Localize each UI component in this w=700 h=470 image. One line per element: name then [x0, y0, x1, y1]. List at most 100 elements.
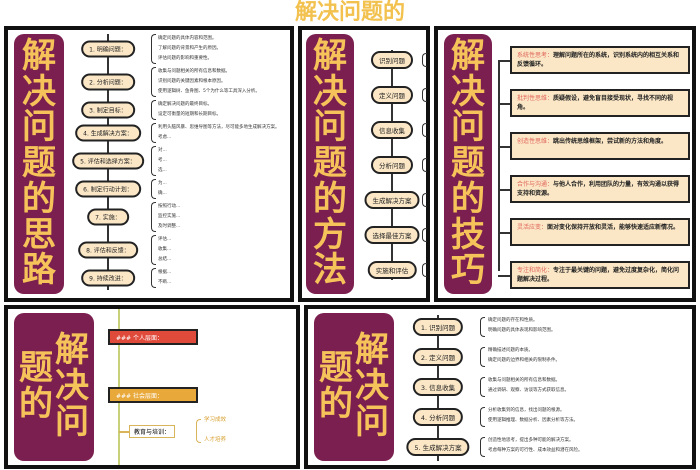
title-char: 题: [19, 348, 53, 389]
leaf: 精确描述问题的本质。: [488, 348, 533, 353]
node-method: 定义问题: [371, 86, 413, 104]
node-step: 7. 实施：: [87, 208, 129, 226]
brace: [480, 407, 485, 427]
brace: [151, 34, 156, 64]
title-char: 题: [313, 143, 347, 184]
leaf: 确定问题的边界和相关的限制条件。: [488, 358, 560, 363]
skill-name: 系统性思考：: [517, 52, 554, 59]
title-char: 问: [355, 401, 389, 442]
leaf: 监控实施...: [158, 214, 181, 219]
title-bar: 解决问题的: [14, 313, 94, 461]
skill-box: 灵活应变：面对变化保持开放和灵活，能够快速适应新情况。: [510, 218, 690, 246]
node-step: 6. 制定行动计划：: [75, 180, 141, 198]
brace: [422, 123, 427, 137]
brace: [151, 100, 156, 120]
brace: [422, 193, 427, 207]
brace: [151, 235, 156, 265]
skill-name: 灵活应变：: [517, 224, 548, 231]
title-column: 题的: [18, 351, 54, 422]
brace: [422, 228, 427, 242]
title-bar: 解决问题的技巧: [444, 34, 492, 294]
leaf: 考虑每种方案的可行性、成本效益和潜在风险。: [488, 448, 583, 453]
card-steps: 解决问题的 1. 识别问题确定问题的存在和性质。明确问题的具体表现和影响范围。2…: [304, 305, 696, 469]
title-char: 问: [55, 401, 89, 442]
leaf: 通过调研、观察、访谈等方式获取信息。: [488, 388, 569, 393]
node-step: 2. 分析问题：: [81, 73, 135, 91]
connector: [498, 275, 510, 277]
title-char: 解: [451, 36, 485, 77]
leaf: 分析收集到的信息，找出问题的根源。: [488, 408, 565, 413]
title-char: 的: [319, 384, 353, 424]
leaf: 为...: [158, 181, 167, 186]
brace: [151, 123, 156, 143]
connector: [119, 431, 129, 433]
leaf: 设定可衡量的短期和长期目标。: [158, 112, 221, 117]
node-step: 8. 评估和反馈：: [78, 241, 138, 259]
leaf: 选...: [158, 168, 167, 173]
card-thinking: 解决问题的思路 1. 明确问题：确定问题的具体内容和范围。了解问题的背景和产生的…: [4, 26, 294, 302]
leaf: 识别问题的关键因素和根本原因。: [158, 79, 226, 84]
brace: [422, 263, 427, 277]
skill-text: 质疑假设，避免盲目接受现状，寻找不同的视角。: [517, 95, 674, 111]
brace: [422, 158, 427, 172]
title-char: 的: [22, 178, 56, 219]
node-method: 分析问题: [371, 156, 413, 174]
node-step: 3. 制定目标：: [81, 101, 135, 119]
leaf: 学习成效: [204, 417, 227, 423]
node-method: 信息收集: [371, 121, 413, 139]
title-char: 解: [22, 36, 56, 77]
skill-name: 创造性思维：: [517, 138, 554, 145]
node-method: 实施和评估: [367, 261, 417, 279]
connector: [498, 189, 510, 191]
brace: [151, 146, 156, 176]
leaf: 评估...: [158, 237, 172, 242]
leaf: 使用逻辑推理、数据分析、因素分析等方法。: [488, 418, 578, 423]
title-char: 问: [451, 107, 485, 148]
title-char: 决: [313, 71, 347, 112]
node-step: 1. 识别问题: [412, 318, 464, 336]
top-title: 解决问题的: [294, 0, 405, 25]
node-step: 3. 信息收集: [412, 378, 464, 396]
leaf: 了解问题的背景和产生的原因。: [158, 46, 221, 51]
leaf: 收集与问题相关的所有信息和数据。: [488, 378, 560, 383]
leaf: 明确问题的具体表现和影响范围。: [488, 328, 556, 333]
title-char: 决: [451, 71, 485, 112]
brace: [422, 88, 427, 102]
brace: [480, 437, 485, 457]
skill-text: 跳出传统思维框架，尝试新的方法和角度。: [553, 138, 668, 145]
brace: [151, 179, 156, 199]
title-char: 路: [22, 250, 56, 291]
leaf: 创造性地思考，提出多种可能的解决方案。: [488, 438, 574, 443]
brace: [151, 268, 156, 288]
connector: [498, 232, 510, 234]
title-char: 方: [313, 214, 347, 255]
title-char: 决: [355, 366, 389, 407]
leaf: 按照行动...: [158, 204, 181, 209]
leaf: 对...: [158, 148, 167, 153]
node-step: 2. 定义问题: [412, 348, 464, 366]
leaf: 不断...: [158, 280, 172, 285]
title-column: 解决问: [354, 333, 390, 440]
leaf: 利用头脑风暴、思维导图等方法，尽可能多地生成解决方案。: [158, 125, 280, 130]
brace: [480, 377, 485, 397]
brace: [480, 347, 485, 367]
leaf: 使用逻辑树、鱼骨图、5个为什么等工具深入分析。: [158, 89, 260, 94]
skill-box: 创造性思维：跳出传统思维框架，尝试新的方法和角度。: [510, 132, 690, 160]
leaf: 确定解决问题的最终目标。: [158, 102, 212, 107]
title-char: 解: [313, 36, 347, 77]
title-char: 问: [313, 107, 347, 148]
leaf: 人才培养: [204, 437, 227, 443]
skill-name: 合作与沟通：: [517, 181, 554, 188]
title-char: 解: [55, 330, 89, 371]
connector: [498, 146, 510, 148]
skill-name: 专注和简化：: [517, 267, 554, 274]
brace: [196, 419, 201, 443]
title-char: 题: [319, 348, 353, 389]
brace: [151, 202, 156, 232]
education-node: 教育与培训：: [129, 425, 176, 438]
title-char: 法: [313, 250, 347, 291]
leaf: 评估问题的影响和重要性。: [158, 56, 212, 61]
leaf: 及时调整...: [158, 224, 181, 229]
level-personal: ### 个人层面：: [108, 329, 198, 345]
node-step: 5. 评估和选择方案：: [72, 152, 144, 170]
